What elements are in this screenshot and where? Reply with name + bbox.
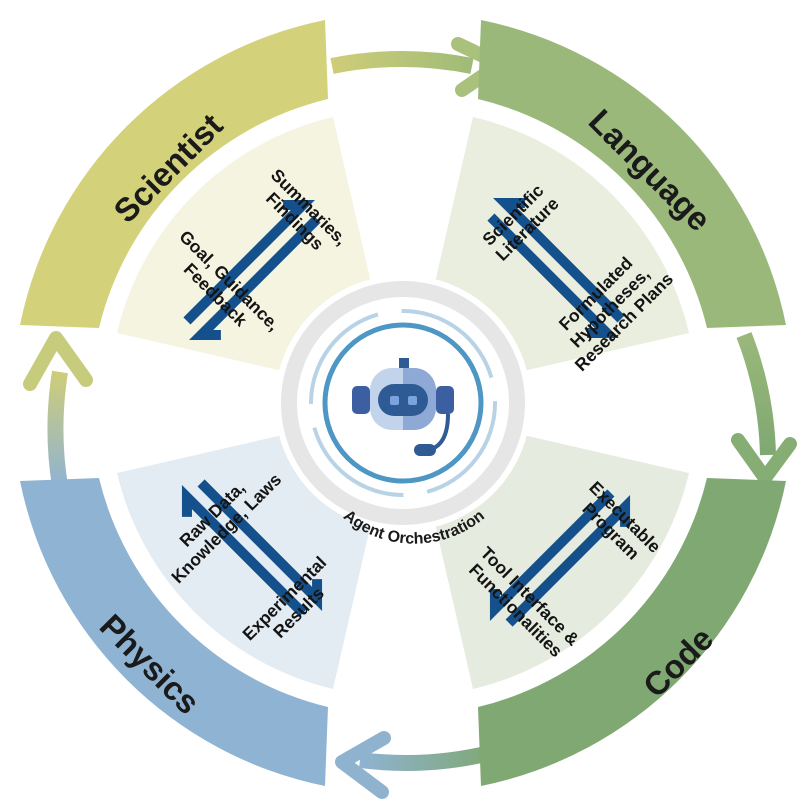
code-flow-arrows bbox=[489, 489, 631, 627]
robot-headset-icon bbox=[352, 358, 454, 456]
cycle-arrowhead-code bbox=[731, 433, 797, 485]
cycle-arrow-code-to-physics bbox=[358, 744, 496, 771]
hub-outer-ring bbox=[281, 281, 525, 525]
scientist-flow-arrows bbox=[183, 199, 321, 341]
hub-dashed-ring bbox=[309, 309, 497, 497]
language-panel bbox=[431, 117, 689, 375]
physics-to-agent-arrow bbox=[197, 479, 323, 611]
language-to-agent-arrow bbox=[493, 197, 625, 323]
code-from-agent-arrow bbox=[505, 495, 631, 627]
language-segment bbox=[478, 20, 786, 328]
language-flow-arrows bbox=[487, 197, 625, 339]
physics-flow-arrows bbox=[181, 479, 323, 617]
cycle-arrow-language-to-code bbox=[736, 332, 776, 456]
scientist-panel bbox=[117, 117, 375, 375]
scientist-from-agent-arrow bbox=[189, 215, 321, 341]
language-from-agent-arrow bbox=[487, 213, 619, 339]
hub-inner-ring bbox=[322, 322, 484, 484]
physics-from-agent-arrow bbox=[181, 485, 307, 617]
cycle-arrowhead-scientist bbox=[23, 331, 93, 391]
code-to-agent-arrow bbox=[489, 489, 615, 621]
physics-segment bbox=[20, 478, 328, 786]
scientist-to-agent-arrow bbox=[183, 199, 315, 325]
scientist-segment bbox=[20, 20, 328, 328]
cycle-arrowhead-physics bbox=[335, 731, 391, 799]
code-segment bbox=[478, 478, 786, 786]
cycle-arrow-physics-to-scientist bbox=[47, 370, 68, 488]
code-panel bbox=[431, 431, 689, 689]
cycle-arrow-scientist-to-language bbox=[330, 51, 474, 74]
